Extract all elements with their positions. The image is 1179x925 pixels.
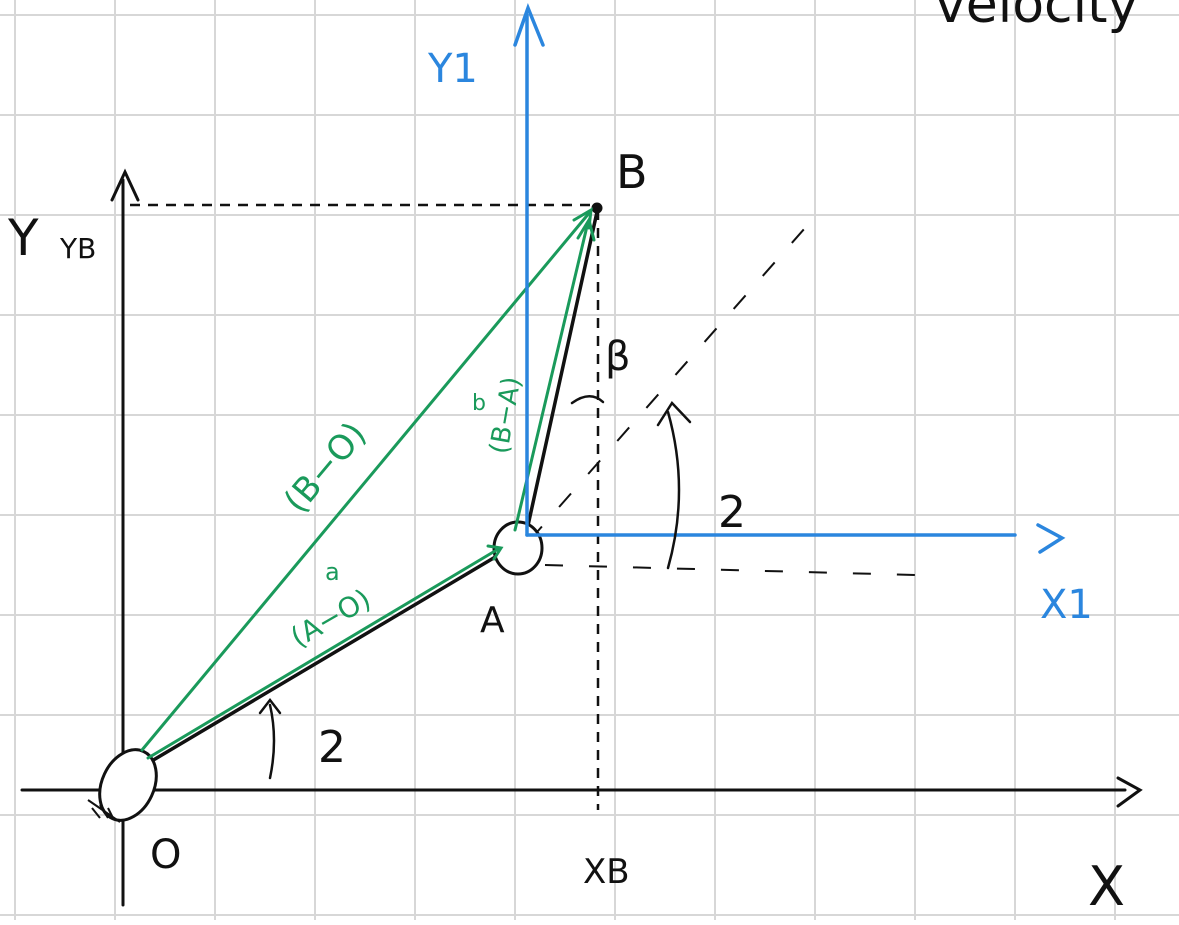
label-vec-a-o: (A−O)	[285, 582, 376, 654]
angle-arc-oa	[268, 703, 276, 780]
label-axis-y: Y	[7, 209, 39, 267]
angle-arc-x1	[666, 410, 681, 570]
label-vec-b-name: b	[472, 391, 486, 416]
label-vec-b-a: (B−A)	[484, 374, 527, 456]
label-vec-b-o: (B−O)	[276, 415, 374, 521]
local-axes	[513, 3, 1066, 554]
link-ab	[525, 210, 599, 532]
projection-lines	[130, 203, 600, 810]
y1-axis-arrowhead	[513, 3, 545, 47]
label-point-a: A	[480, 600, 505, 641]
label-axis-x1: X1	[1040, 582, 1093, 628]
label-vec-a-name: a	[325, 558, 340, 586]
label-xb: XB	[583, 852, 630, 892]
diagram-labels: O A B X Y YB XB 2 2 β X1 Y1 a (A−O) (B−O…	[7, 0, 1138, 918]
angle-marks	[258, 395, 692, 780]
label-angle-theta-a: 2	[318, 722, 346, 773]
label-origin: O	[150, 832, 181, 878]
label-axis-x: X	[1088, 855, 1125, 918]
x-axis-arrowhead	[1116, 776, 1143, 808]
link-extension	[529, 227, 916, 576]
y-axis-arrowhead	[110, 168, 140, 202]
link-oa	[143, 551, 504, 767]
partial-title: velocity	[935, 0, 1138, 35]
point-b-dot	[591, 202, 603, 214]
ground-hatch	[87, 799, 121, 823]
links	[143, 210, 599, 767]
label-axis-y1: Y1	[427, 46, 478, 92]
label-angle-beta: β	[605, 334, 631, 380]
vector-a-o	[146, 546, 502, 760]
angle-arc-beta	[570, 395, 605, 405]
label-yb: YB	[59, 232, 96, 265]
vector-b-o	[140, 210, 592, 752]
label-point-b: B	[616, 145, 648, 199]
label-angle-theta-b: 2	[718, 487, 746, 538]
joints	[98, 202, 603, 822]
x1-axis-arrowhead	[1036, 523, 1066, 554]
